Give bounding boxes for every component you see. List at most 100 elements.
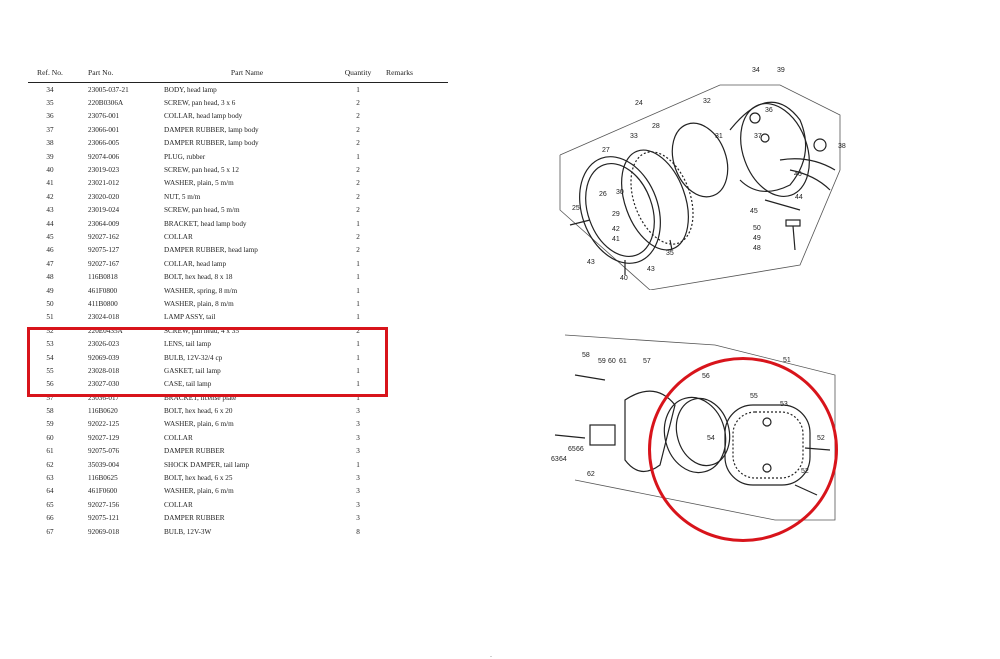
cell-part-name: GASKET, tail lamp [164, 366, 221, 375]
callout: 66 [576, 446, 584, 453]
header-remarks: Remarks [386, 67, 413, 77]
cell-part-no: 23019-023 [88, 166, 120, 175]
cell-quantity: 3 [356, 433, 360, 442]
cell-part-no: 23019-024 [88, 206, 120, 215]
callout: 63 [551, 456, 559, 463]
cell-quantity: 1 [356, 273, 360, 282]
cell-part-no: 461F0800 [88, 286, 118, 295]
cell-part-no: 92027-156 [88, 500, 120, 509]
cell-quantity: 2 [356, 192, 360, 201]
callout: 48 [753, 245, 761, 252]
cell-ref-no: 43 [46, 206, 54, 215]
callout: 51 [783, 357, 791, 364]
cell-ref-no: 65 [46, 500, 54, 509]
callout: 45 [750, 208, 758, 215]
cell-ref-no: 67 [46, 527, 54, 536]
cell-ref-no: 56 [46, 380, 54, 389]
cell-part-name: SHOCK DAMPER, tail lamp [164, 460, 250, 469]
cell-part-no: 23064-009 [88, 219, 120, 228]
callout: 34 [752, 67, 760, 74]
callout: 32 [703, 98, 711, 105]
callout: 40 [620, 275, 628, 282]
callout: 37 [754, 133, 762, 140]
cell-ref-no: 37 [46, 125, 54, 134]
cell-ref-no: 46 [46, 246, 54, 255]
cell-part-no: 92069-039 [88, 353, 120, 362]
callout: 31 [715, 133, 723, 140]
cell-part-name: DAMPER RUBBER, lamp body [164, 139, 259, 148]
page-mark: . [490, 650, 492, 659]
header-ref-no: Ref. No. [37, 67, 63, 77]
callout: 38 [838, 143, 846, 150]
callout: 60 [608, 358, 616, 365]
cell-ref-no: 59 [46, 420, 54, 429]
callout: 49 [753, 235, 761, 242]
cell-part-name: CASE, tail lamp [164, 380, 212, 389]
header-part-name: Part Name [230, 67, 264, 77]
cell-ref-no: 49 [46, 286, 54, 295]
cell-ref-no: 57 [46, 393, 54, 402]
cell-part-no: 92022-125 [88, 420, 120, 429]
cell-part-name: SCREW, pan head, 5 x 12 [164, 166, 239, 175]
callout: 61 [619, 358, 627, 365]
cell-ref-no: 63 [46, 474, 54, 483]
cell-ref-no: 51 [46, 313, 54, 322]
cell-quantity: 2 [356, 112, 360, 121]
cell-part-name: COLLAR [164, 433, 193, 442]
callout: 59 [598, 358, 606, 365]
cell-part-no: 116B0818 [88, 273, 118, 282]
cell-quantity: 1 [356, 393, 360, 402]
callout: 64 [559, 456, 567, 463]
cell-part-name: BOLT, hex head, 6 x 20 [164, 407, 233, 416]
callout: 35 [666, 250, 674, 257]
cell-quantity: 3 [356, 447, 360, 456]
cell-part-no: 92075-127 [88, 246, 120, 255]
cell-part-name: BOLT, hex head, 8 x 18 [164, 273, 233, 282]
cell-part-no: 220B0306A [88, 99, 124, 108]
callout: 41 [612, 236, 620, 243]
cell-part-name: PLUG, rubber [164, 152, 206, 161]
cell-ref-no: 50 [46, 299, 54, 308]
cell-part-name: SCREW, pan head, 3 x 6 [164, 99, 236, 108]
cell-ref-no: 42 [46, 192, 54, 201]
cell-part-name: WASHER, plain, 5 m/m [164, 179, 234, 188]
cell-part-name: BRACKET, license plate [164, 393, 237, 402]
cell-quantity: 3 [356, 420, 360, 429]
callout: 57 [643, 358, 651, 365]
cell-part-name: COLLAR, head lamp body [164, 112, 243, 121]
cell-quantity: 1 [356, 286, 360, 295]
cell-part-name: WASHER, plain, 6 m/m [164, 420, 234, 429]
cell-part-no: 23027-030 [88, 380, 120, 389]
cell-quantity: 2 [356, 166, 360, 175]
cell-ref-no: 66 [46, 514, 54, 523]
cell-quantity: 3 [356, 500, 360, 509]
cell-part-no: 35039-004 [88, 460, 120, 469]
cell-quantity: 1 [356, 259, 360, 268]
cell-quantity: 2 [356, 246, 360, 255]
cell-part-name: BULB, 12V-3W [164, 527, 212, 536]
callout: 36 [765, 107, 773, 114]
callout: 58 [582, 352, 590, 359]
callout: 39 [777, 67, 785, 74]
cell-part-no: 23026-023 [88, 340, 120, 349]
cell-part-no: 92075-121 [88, 514, 120, 523]
cell-ref-no: 34 [46, 85, 54, 94]
callout: 24 [635, 100, 643, 107]
cell-part-name: BODY, head lamp [164, 85, 217, 94]
cell-part-no: 23005-037-21 [88, 85, 129, 94]
